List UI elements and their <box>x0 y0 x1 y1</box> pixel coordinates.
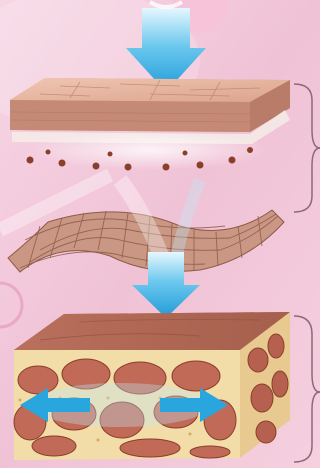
tissue-block <box>14 312 290 460</box>
